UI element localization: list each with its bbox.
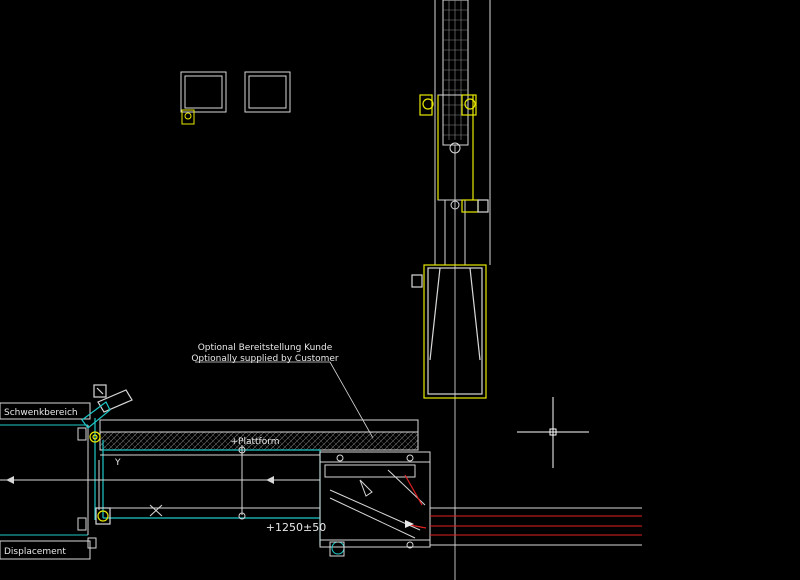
swivel-label-box xyxy=(0,402,91,420)
dimension-label: +1250±50 xyxy=(266,521,326,534)
feed-section xyxy=(319,451,431,557)
annotation-leader xyxy=(195,361,374,439)
box-left-inner xyxy=(184,75,223,109)
swivel-arm xyxy=(81,384,133,525)
outfeed-rails xyxy=(430,507,642,546)
clamp-left xyxy=(419,94,433,116)
conveyor-grid-top xyxy=(442,0,469,96)
feed-accents xyxy=(404,474,427,529)
conveyor-grid-mid xyxy=(442,94,469,146)
platform-label: +Plattform xyxy=(230,437,279,447)
yellow-clamps xyxy=(419,94,489,213)
upper-left-boxes xyxy=(180,71,291,125)
displacement-label: Displacement xyxy=(4,547,66,557)
clamp-right xyxy=(461,94,477,116)
hopper-frame xyxy=(423,264,487,399)
swivel-panel xyxy=(0,402,97,560)
annotation-optional-en: Optionally supplied by Customer xyxy=(191,354,339,364)
displacement-label-box xyxy=(0,540,91,560)
annotation-optional-de: Optional Bereitstellung Kunde xyxy=(198,343,333,353)
conveyor-mesh xyxy=(443,0,468,140)
swivel-area-label: Schwenkbereich xyxy=(4,408,78,418)
main-frame-structure xyxy=(0,445,320,520)
crosshair-cursor xyxy=(517,397,589,468)
box-right-inner xyxy=(248,75,287,109)
axis-y-label: Y xyxy=(114,458,121,468)
box-left xyxy=(180,71,227,113)
hopper xyxy=(411,264,487,399)
box-right xyxy=(244,71,291,113)
box-bracket xyxy=(181,109,195,125)
feed-frame xyxy=(319,451,431,548)
